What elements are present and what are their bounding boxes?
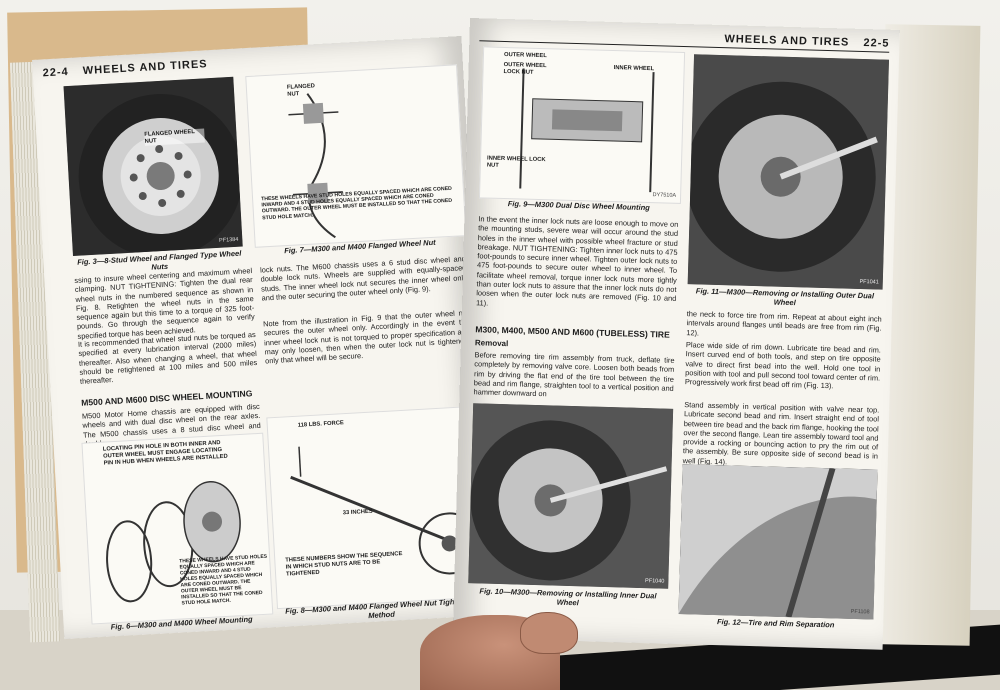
fig9-code: DY7510A [652,192,677,199]
left-para-2: It is recommended that wheel stud nuts b… [77,329,258,387]
right-page: WHEELS AND TIRES 22-5 OUTER WHEEL OUTER … [452,18,900,650]
left-para-mid: lock nuts. The M600 chassis uses a 6 stu… [259,254,468,303]
outer-dual-wheel-image [687,54,889,290]
fig11-code: PF1041 [859,278,879,286]
left-page-title: WHEELS AND TIRES [82,58,208,78]
tire-rim-separation-image [678,464,878,620]
fig12-code: PF1108 [850,608,870,616]
right-page-number: 22-5 [863,36,890,50]
right-para-1: In the event the inner lock nuts are loo… [475,214,679,308]
inner-dual-wheel-image [468,403,674,589]
fig6-diagram: LOCATING PIN HOLE IN BOTH INNER AND OUTE… [81,432,274,625]
left-page: 22-4 WHEELS AND TIRES FLANGED WHEEL NUT … [32,35,494,640]
right-para-2: Before removing tire rim assembly from t… [473,350,675,399]
fig11-photo: PF1041 [687,54,889,290]
fig6-label-b: THESE WHEELS HAVE STUD HOLES EQUALLY SPA… [179,553,268,607]
fig3-wheel-photo: FLANGED WHEEL NUT PF1384 [63,76,243,257]
left-page-number: 22-4 [42,65,70,80]
right-para-3: the neck to force tire from rim. Repeat … [686,309,882,338]
left-para-mid-2: Note from the illustration in Fig. 9 tha… [262,308,471,366]
right-page-title: WHEELS AND TIRES [724,33,850,49]
fig9-diagram: OUTER WHEEL OUTER WHEEL LOCK NUT INNER W… [478,46,686,204]
fig9-label-outer-lock: OUTER WHEEL LOCK NUT [503,61,547,76]
wheel-mounting-drawing [106,480,241,603]
fig10-caption: Fig. 10—M300—Removing or Installing Inne… [479,586,657,608]
fig9-label-inner-lock: INNER WHEEL LOCK NUT [486,155,546,169]
right-para-5: Stand assembly in vertical position with… [682,400,880,467]
fig11-caption: Fig. 11—M300—Removing or Installing Oute… [695,286,875,308]
flanged-nut-drawing [288,93,343,239]
thumb [520,612,578,654]
right-para-4: Place wide side of rim down. Lubricate t… [684,340,882,391]
right-section-heading: M300, M400, M500 AND M600 (TUBELESS) TIR… [475,324,670,340]
fig7-diagram: FLANGED NUT THESE WHEELS HAVE STUD HOLES… [245,64,467,248]
wheel-illustration [63,76,243,257]
fig10-photo: PF1040 [468,403,674,589]
fig7-label-top: FLANGED NUT [286,83,316,98]
fig10-code: PF1040 [644,578,665,585]
fig3-code: PF1384 [218,236,239,244]
dual-disc-mounting-drawing [519,68,655,193]
fig12-photo: PF1108 [678,464,878,620]
left-para-1: ssing to insure wheel centering and maxi… [74,266,255,341]
